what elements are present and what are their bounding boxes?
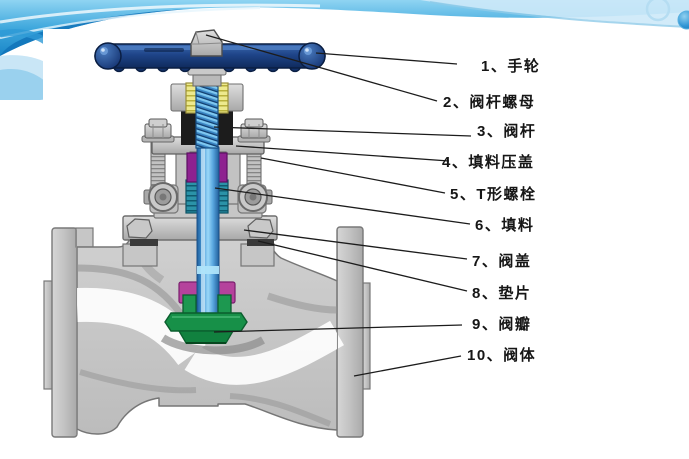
leader-line-4 bbox=[235, 145, 450, 162]
gasket bbox=[130, 239, 274, 246]
leader-line-8 bbox=[257, 240, 468, 292]
t-bolt-nut-icon bbox=[237, 118, 271, 143]
label-gasket: 8、垫片 bbox=[472, 285, 532, 302]
valve-disc bbox=[164, 294, 248, 344]
leader-line-6 bbox=[214, 187, 471, 225]
label-stem: 3、阀杆 bbox=[477, 123, 537, 140]
top-wave-decoration bbox=[0, 0, 689, 100]
leader-line-9 bbox=[213, 324, 463, 333]
yoke-eyes bbox=[143, 182, 273, 214]
label-disc: 9、阀瓣 bbox=[472, 316, 532, 333]
handwheel-nut-icon bbox=[190, 29, 223, 57]
label-packing: 6、填料 bbox=[475, 217, 535, 234]
label-handwheel: 1、手轮 bbox=[481, 58, 541, 75]
label-packing-gland: 4、填料压盖 bbox=[442, 154, 535, 171]
valve-stem bbox=[196, 145, 220, 333]
label-t-bolt: 5、T形螺栓 bbox=[450, 186, 537, 203]
seat-shadow bbox=[160, 334, 265, 355]
leader-line-2 bbox=[205, 34, 438, 102]
wave-streak-1 bbox=[0, 3, 321, 24]
leader-line-7 bbox=[243, 229, 468, 260]
leader-line-1 bbox=[315, 52, 458, 65]
label-stem-nut: 2、阀杆螺母 bbox=[443, 94, 536, 111]
label-valve-body: 10、阀体 bbox=[467, 347, 537, 364]
bonnet-bolt-icon bbox=[126, 218, 153, 239]
t-bolt-nut-icon bbox=[141, 118, 175, 143]
leader-line-3 bbox=[213, 126, 472, 137]
bubble-ball-icon bbox=[677, 10, 689, 30]
wave-right-arc bbox=[420, 0, 689, 26]
leader-line-5 bbox=[260, 157, 446, 194]
handwheel bbox=[94, 29, 326, 87]
leader-lines bbox=[205, 34, 472, 377]
label-bonnet: 7、阀盖 bbox=[472, 253, 532, 270]
bubble-ring-icon bbox=[645, 0, 671, 22]
leader-line-10 bbox=[353, 355, 462, 377]
wave-right-arc-edge bbox=[429, 1, 689, 28]
handwheel-ball-left bbox=[94, 42, 122, 70]
